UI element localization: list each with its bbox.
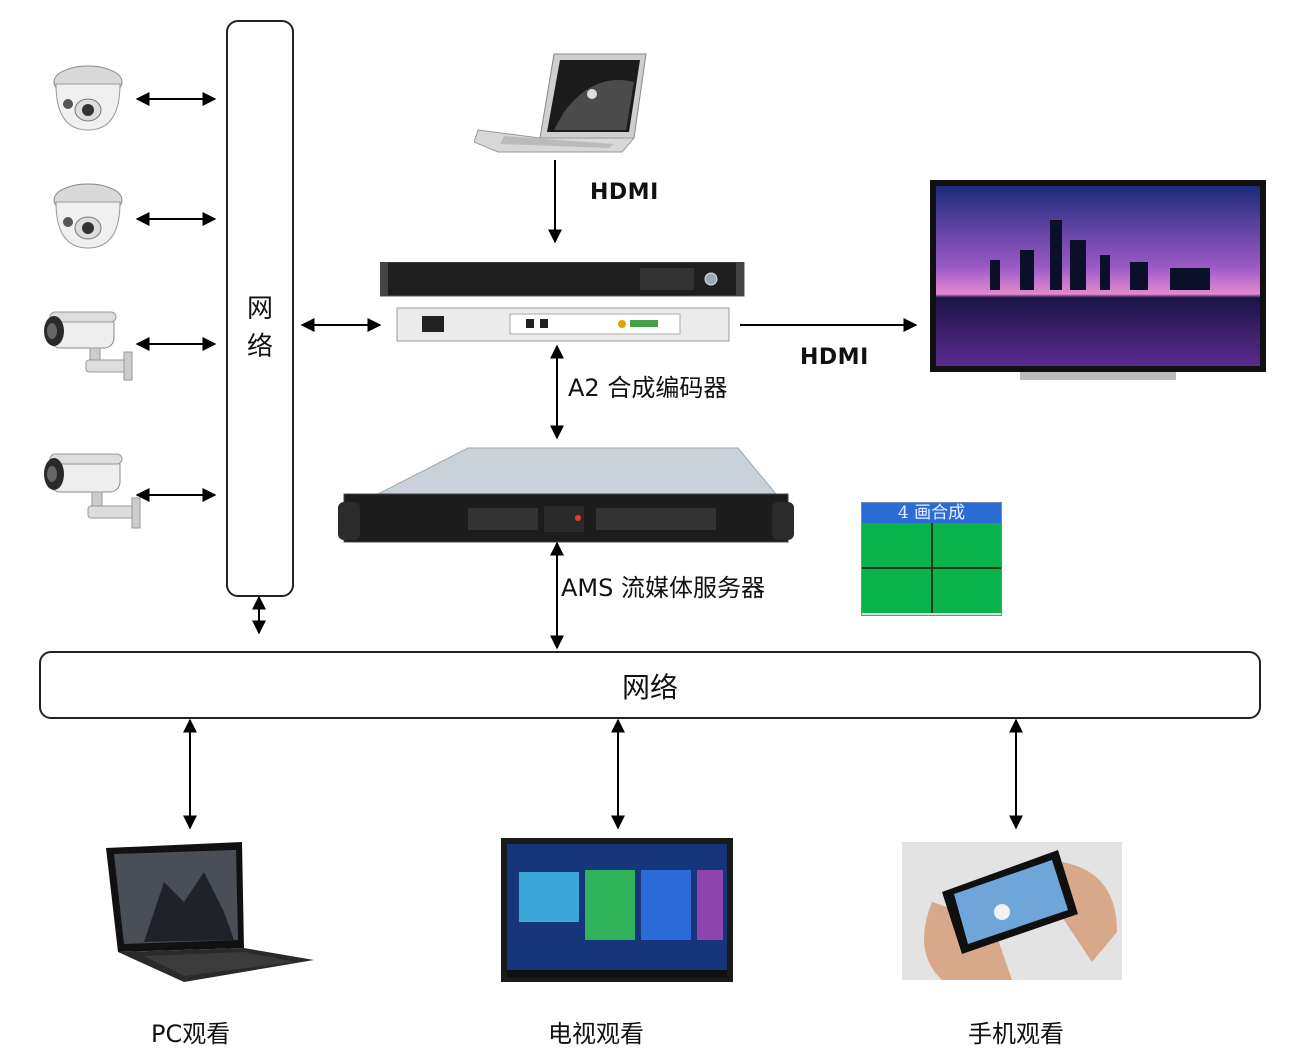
- phone-viewing-label: 手机观看: [968, 1020, 1064, 1048]
- dome-camera-icon: [53, 65, 123, 131]
- pc-viewing-label: PC观看: [151, 1020, 231, 1048]
- split-cell: [932, 523, 1001, 567]
- vertical-network-label: 网 络: [228, 290, 292, 366]
- encoder-label: A2 合成编码器: [568, 374, 728, 402]
- pc-laptop-icon: [106, 842, 314, 982]
- server-label: AMS 流媒体服务器: [561, 574, 765, 602]
- split-cell: [862, 569, 931, 613]
- hdmi-label-laptop: HDMI: [590, 180, 659, 205]
- streaming-server-icon: [338, 447, 794, 543]
- smart-tv-icon: [501, 838, 733, 982]
- bullet-camera-icon: [44, 453, 141, 529]
- dome-camera-icon: [53, 183, 123, 249]
- four-split-title: 4 画合成: [862, 503, 1001, 523]
- horizontal-network-box: 网络: [39, 651, 1261, 719]
- bullet-camera-icon: [44, 311, 133, 381]
- four-split-cells: [862, 523, 1001, 613]
- mobile-phone-icon: [902, 842, 1122, 980]
- hdmi-label-tv: HDMI: [800, 345, 869, 370]
- encoder-device-icon: [380, 262, 745, 342]
- laptop-icon: [474, 53, 647, 153]
- vertical-network-box: 网 络: [226, 20, 294, 597]
- split-cell: [932, 569, 1001, 613]
- tv-display-icon: [930, 180, 1266, 380]
- four-split-composite: 4 画合成: [861, 502, 1002, 616]
- split-cell: [862, 523, 931, 567]
- tv-viewing-label: 电视观看: [548, 1020, 644, 1048]
- vertical-network-char: 络: [246, 332, 273, 362]
- vertical-network-char: 网: [246, 294, 273, 324]
- horizontal-network-label: 网络: [621, 671, 678, 704]
